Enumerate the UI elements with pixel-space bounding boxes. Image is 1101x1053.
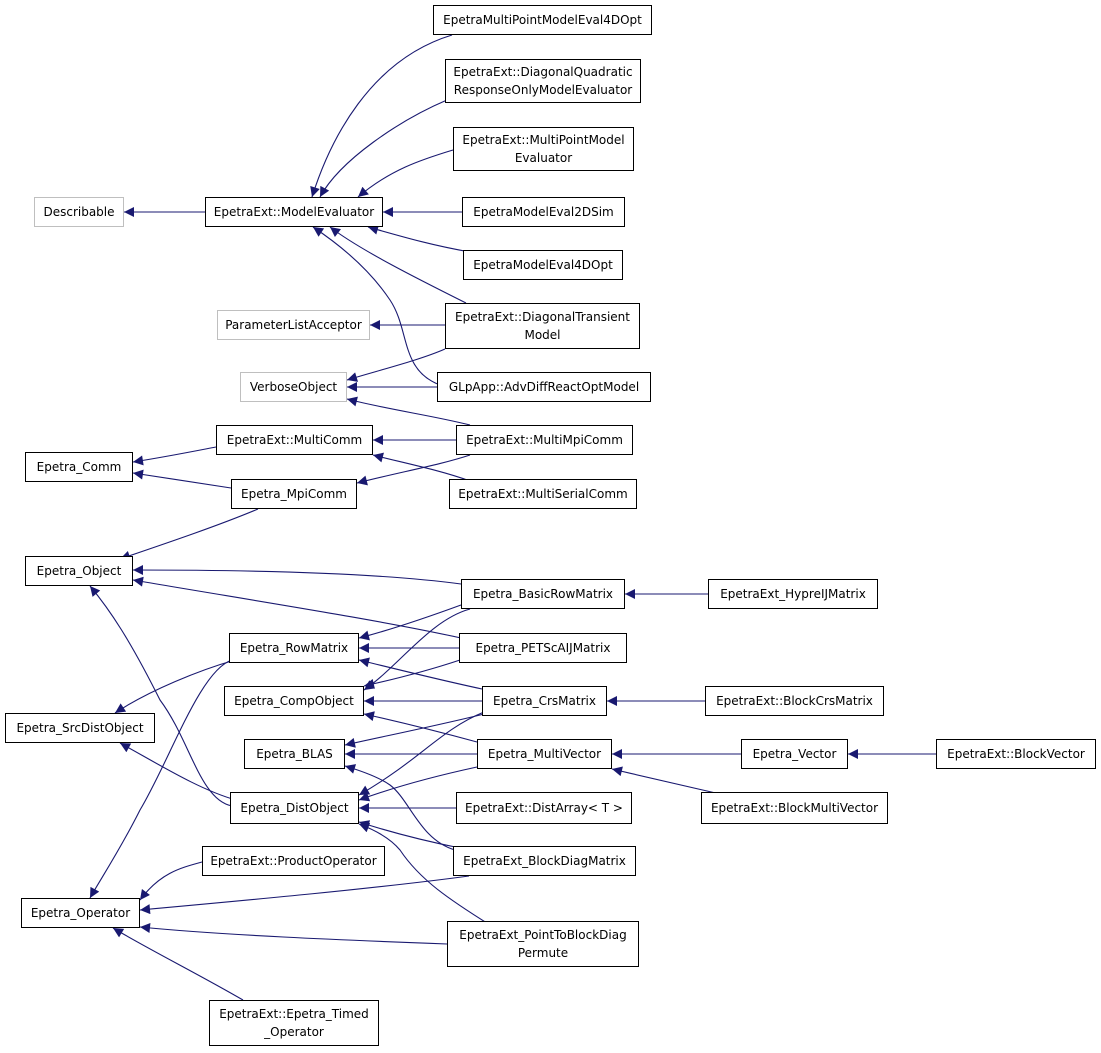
node-block-diag-matrix[interactable]: EpetraExt_BlockDiagMatrix bbox=[453, 846, 636, 876]
node-model-evaluator[interactable]: EpetraExt::ModelEvaluator bbox=[205, 197, 383, 227]
edge-mpme4d-to-modeleval bbox=[310, 34, 453, 198]
node-epetra-multi-vector[interactable]: Epetra_MultiVector bbox=[477, 739, 612, 769]
edge-multimpi-to-mpicomm bbox=[356, 454, 471, 486]
edge-pointtoblock-to-operator bbox=[139, 923, 448, 945]
edge-rowmatrix-to-operator bbox=[89, 659, 233, 899]
edge-basicrow-to-rowmatrix bbox=[358, 604, 462, 641]
edge-pointtoblock-to-distobj bbox=[358, 822, 491, 926]
edge-multiserial-to-multicomm bbox=[372, 452, 471, 482]
node-dist-array[interactable]: EpetraExt::DistArray< T > bbox=[456, 792, 632, 824]
edge-crs-to-blas bbox=[344, 713, 485, 748]
node-epetra-object[interactable]: Epetra_Object bbox=[25, 556, 133, 586]
node-epetra-petsc-aij-matrix[interactable]: Epetra_PETScAIJMatrix bbox=[459, 633, 627, 663]
node-epetra-model-eval-2d-sim[interactable]: EpetraModelEval2DSim bbox=[462, 197, 625, 227]
node-epetra-comm[interactable]: Epetra_Comm bbox=[25, 452, 133, 482]
edge-rowmatrix-to-srcdist bbox=[114, 659, 236, 714]
edge-multimpi-to-verbose bbox=[346, 396, 471, 426]
node-epetra-basic-row-matrix[interactable]: Epetra_BasicRowMatrix bbox=[461, 579, 625, 609]
edge-mpicomm-to-object bbox=[119, 508, 259, 561]
node-epetra-timed-operator[interactable]: EpetraExt::Epetra_Timed _Operator bbox=[209, 1000, 379, 1046]
edge-mpmeval-to-modeleval bbox=[357, 149, 454, 198]
edge-multivector-to-distobj bbox=[358, 766, 478, 802]
node-epetra-model-eval-4d-opt[interactable]: EpetraModelEval4DOpt bbox=[463, 250, 623, 280]
edge-me4d-to-modeleval bbox=[367, 224, 471, 253]
edge-crs-to-distobj bbox=[358, 711, 485, 796]
node-diagonal-quadratic-response-only-model-evaluator[interactable]: EpetraExt::DiagonalQuadratic ResponseOnl… bbox=[445, 59, 641, 103]
edge-distobj-to-srcdist bbox=[119, 742, 237, 801]
node-epetra-vector[interactable]: Epetra_Vector bbox=[741, 739, 848, 769]
node-epetra-row-matrix[interactable]: Epetra_RowMatrix bbox=[229, 633, 359, 663]
edge-distobj-to-object bbox=[89, 585, 233, 807]
node-epetra-comp-object[interactable]: Epetra_CompObject bbox=[224, 686, 364, 716]
node-multi-mpi-comm[interactable]: EpetraExt::MultiMpiComm bbox=[456, 425, 633, 455]
node-epetra-operator[interactable]: Epetra_Operator bbox=[21, 898, 140, 928]
edge-glp-to-modeleval bbox=[312, 226, 441, 386]
node-block-vector[interactable]: EpetraExt::BlockVector bbox=[936, 739, 1096, 769]
edge-multivector-to-compobj bbox=[363, 711, 478, 743]
edge-blockdiag-to-operator bbox=[139, 875, 470, 915]
node-multi-point-model-evaluator[interactable]: EpetraExt::MultiPointModel Evaluator bbox=[453, 127, 634, 171]
node-epetra-multi-point-model-eval-4d-opt[interactable]: EpetraMultiPointModelEval4DOpt bbox=[433, 5, 652, 35]
edge-crs-to-rowmatrix bbox=[358, 657, 483, 690]
node-epetra-blas[interactable]: Epetra_BLAS bbox=[244, 739, 345, 769]
node-glpapp-adv-diff-react-opt-model[interactable]: GLpApp::AdvDiffReactOptModel bbox=[437, 372, 651, 402]
edge-dtm-to-verbose bbox=[346, 348, 446, 382]
node-block-multi-vector[interactable]: EpetraExt::BlockMultiVector bbox=[701, 792, 888, 824]
edge-dtm-to-modeleval bbox=[329, 226, 467, 304]
edge-basicrow-to-compobj bbox=[363, 608, 471, 691]
edge-timedop-to-operator bbox=[112, 927, 244, 1001]
node-product-operator[interactable]: EpetraExt::ProductOperator bbox=[202, 846, 385, 876]
edge-dqr-to-modeleval bbox=[319, 99, 448, 198]
edge-blockdiag-to-distobj bbox=[358, 820, 461, 849]
node-epetra-crs-matrix[interactable]: Epetra_CrsMatrix bbox=[482, 686, 607, 716]
node-block-crs-matrix[interactable]: EpetraExt::BlockCrsMatrix bbox=[705, 686, 884, 716]
edge-prodop-to-operator bbox=[139, 861, 203, 901]
node-multi-serial-comm[interactable]: EpetraExt::MultiSerialComm bbox=[449, 479, 637, 509]
edge-petsc-to-compobj bbox=[363, 659, 461, 689]
node-epetra-mpi-comm[interactable]: Epetra_MpiComm bbox=[231, 479, 357, 509]
node-diagonal-transient-model[interactable]: EpetraExt::DiagonalTransient Model bbox=[445, 303, 640, 349]
node-point-to-block-diag-permute[interactable]: EpetraExt_PointToBlockDiag Permute bbox=[447, 921, 639, 967]
node-hypre-ij-matrix[interactable]: EpetraExt_HypreIJMatrix bbox=[708, 579, 878, 609]
edge-petsc-to-object bbox=[132, 576, 462, 639]
node-verbose-object: VerboseObject bbox=[240, 372, 347, 402]
node-epetra-src-dist-object[interactable]: Epetra_SrcDistObject bbox=[5, 713, 155, 743]
edge-mpicomm-to-comm bbox=[132, 469, 232, 489]
node-describable: Describable bbox=[34, 197, 124, 227]
node-multi-comm[interactable]: EpetraExt::MultiComm bbox=[216, 425, 373, 455]
edge-multicomm-to-comm bbox=[132, 446, 217, 466]
node-parameter-list-acceptor: ParameterListAcceptor bbox=[217, 310, 370, 340]
edge-blockmv-to-multivector bbox=[611, 766, 721, 795]
edge-basicrow-to-object bbox=[132, 565, 462, 585]
edge-blockdiag-to-blas bbox=[344, 764, 456, 851]
node-epetra-dist-object[interactable]: Epetra_DistObject bbox=[230, 792, 359, 824]
